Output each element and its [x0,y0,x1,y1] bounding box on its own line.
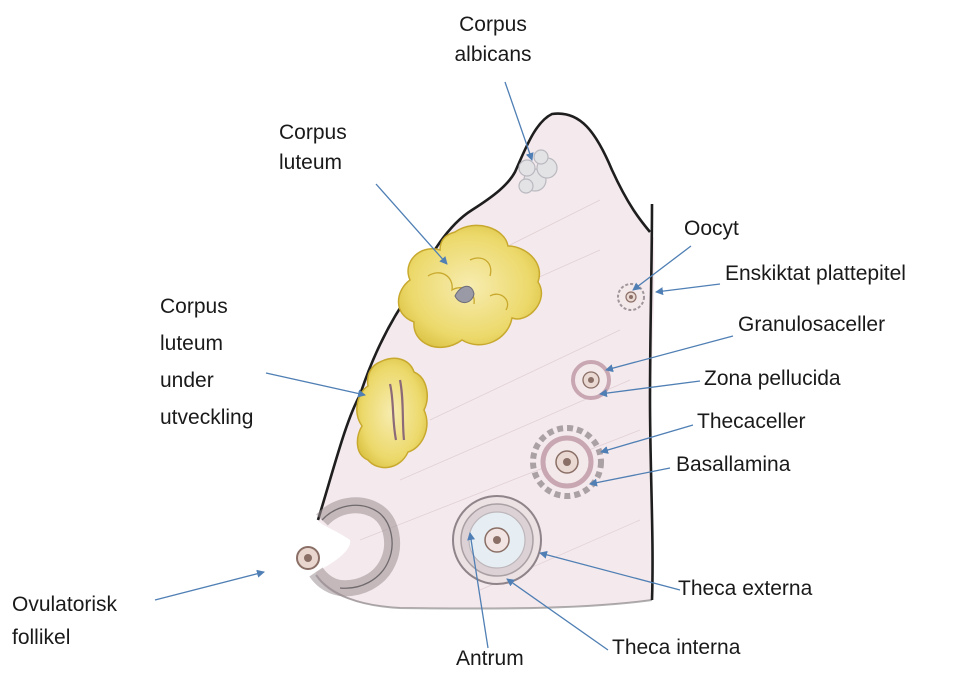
label-theca-interna: Theca interna [612,633,740,663]
label-oocyte: Oocyt [684,214,739,244]
label-theca-externa: Theca externa [678,574,812,604]
label-theca-cells: Thecaceller [697,407,806,437]
label-antrum: Antrum [456,644,524,674]
arrow-corpus-luteum [376,184,447,264]
label-zona-pellucida: Zona pellucida [704,364,841,394]
label-granulosa-cells: Granulosaceller [738,310,885,340]
arrow-ovulatory-follicle [155,572,264,600]
primordial-follicle-shape [618,284,644,310]
label-surface-epithelium: Enskiktat plattepitel [725,259,906,289]
arrow-corpus-albicans [505,82,532,160]
label-corpus-luteum: Corpus luteum [279,118,347,178]
label-basal-lamina: Basallamina [676,450,790,480]
label-corpus-luteum-developing: Corpus luteum under utveckling [160,288,253,436]
label-ovulatory-follicle: Ovulatorisk follikel [12,588,117,654]
arrow-surface-epithelium [656,284,720,292]
antral-follicle-shape [453,496,541,584]
primary-follicle-shape [573,362,609,398]
label-corpus-albicans: Corpus albicans [433,10,553,70]
arrow-corpus-luteum-developing [266,373,365,395]
